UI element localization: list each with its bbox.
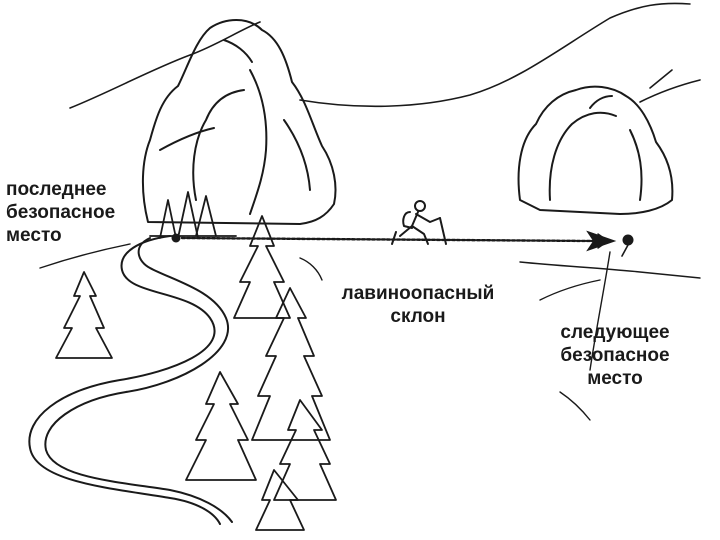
arrow-right-icon [180,230,617,252]
label-line: безопасное [6,202,116,223]
mountain-ridges [69,2,701,109]
label-last-safe-place: последнее безопасное место [6,178,115,247]
label-avalanche-slope: лавиноопасный склон [318,282,518,328]
label-line: склон [390,306,446,327]
label-line: следующее [560,322,670,343]
label-line: безопасное [560,345,670,366]
label-line: место [6,225,62,246]
rock-mass-right [517,85,674,215]
hiker-icon [391,200,447,245]
rock-mass-large [141,19,337,225]
next-safe-marker-tail [621,244,629,257]
next-safe-point [622,234,634,246]
river [28,235,233,525]
spruce-trees-center [185,215,337,531]
spruce-tree-left [55,271,113,359]
tree-cluster [149,191,237,239]
label-line: место [587,368,643,389]
label-next-safe-place: следующее безопасное место [540,321,690,390]
last-safe-point [171,233,181,243]
label-line: лавиноопасный [341,283,495,304]
terrain-lines [39,243,701,421]
label-line: последнее [6,179,107,200]
